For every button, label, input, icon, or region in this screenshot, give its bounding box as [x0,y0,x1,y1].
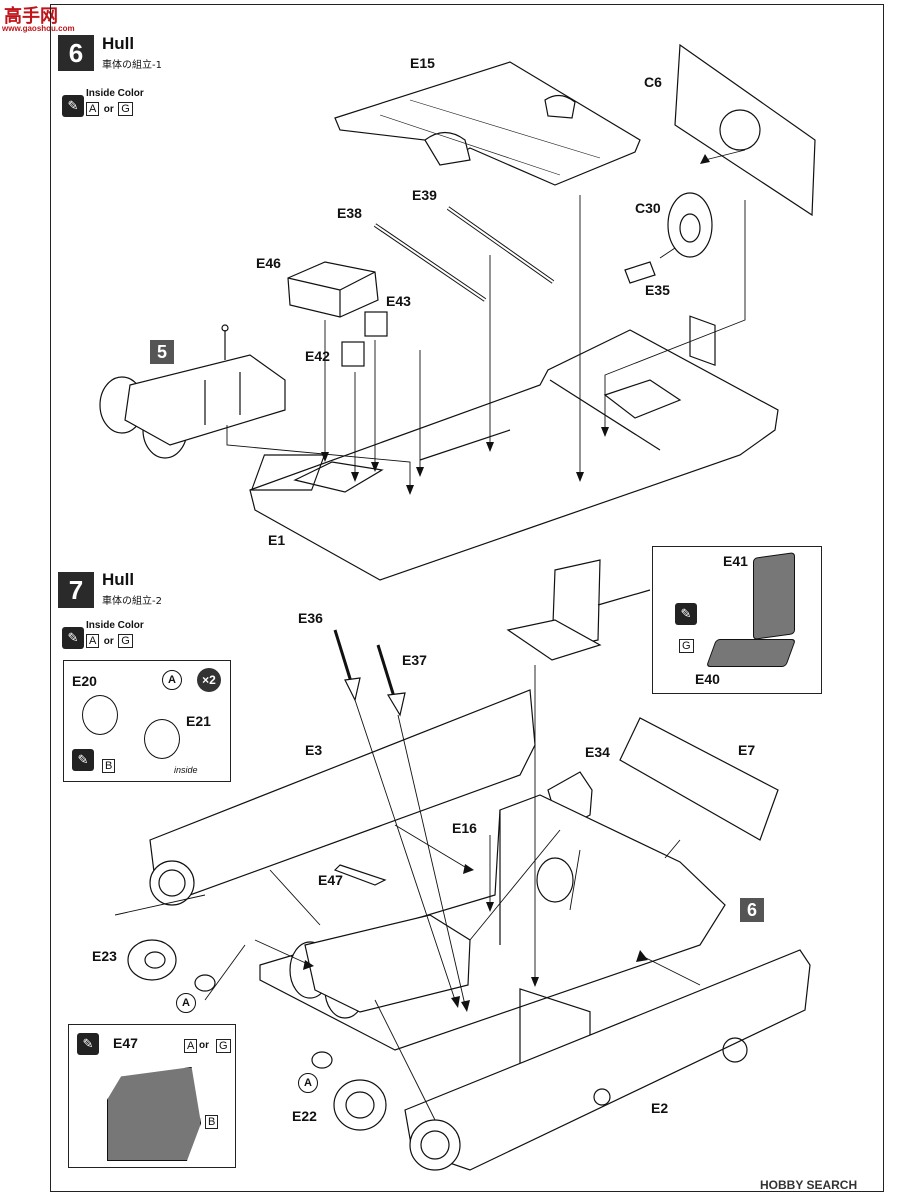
wheel-inset-count: ×2 [197,668,221,692]
watermark-hobby-search: HOBBY SEARCH [760,1178,858,1192]
label-e46: E46 [256,255,281,271]
label-e47: E47 [318,872,343,888]
step7-subtitle: 車体の組立-2 [102,596,162,607]
instruction-frame [50,4,884,1192]
part-seat-step7 [506,559,602,661]
step7-color-a: A [86,634,100,648]
step6-color-g: G [118,102,133,116]
label-e2: E2 [651,1100,669,1116]
wheel-inset-inside: inside [174,765,198,775]
part-e23 [127,939,177,981]
label-e16: E16 [452,820,477,836]
part-e43 [364,311,388,337]
step6-paint-callout: ✎ Inside Color A or G [62,88,144,117]
e47-inset-color-g: G [216,1039,231,1053]
part-e1-hull-floor [249,329,779,581]
e47-inset-label: E47 [113,1035,138,1051]
label-e40: E40 [695,671,720,687]
wheel-inset-color-b: B [102,759,116,773]
step7-ref-step6: 6 [740,898,764,922]
label-e22: E22 [292,1108,317,1124]
label-e37: E37 [402,652,427,668]
label-c6: C6 [644,74,662,90]
label-e41: E41 [723,553,748,569]
step7-title: Hull [102,570,135,589]
step7-paint-label: Inside Color [86,620,144,631]
step7-or: or [103,636,114,647]
e47-inset-color-a: A [184,1039,198,1053]
label-e23: E23 [92,948,117,964]
step6-title: Hull [102,34,135,53]
marker-a-e22: A [298,1073,318,1093]
step6-number: 6 [58,35,94,71]
watermark-url: www.gaoshou.com [2,24,75,33]
step6-ref-step5: 5 [150,340,174,364]
engine-assembly-step7 [289,914,471,1019]
label-e42: E42 [305,348,330,364]
part-c30 [667,192,713,258]
label-e38: E38 [337,205,362,221]
part-e46-box [287,261,379,318]
label-e39: E39 [412,187,437,203]
wheel-e20-shape [82,695,118,735]
label-c30: C30 [635,200,661,216]
wheel-inset-marker: A [162,670,182,690]
label-e7: E7 [738,742,756,758]
brush-icon: ✎ [675,603,697,625]
part-e36-rod [333,629,354,686]
step6-paint-label: Inside Color [86,88,144,99]
label-e3: E3 [305,742,323,758]
seat-inset-color-g: G [679,639,694,653]
engine-assembly-step6 [99,324,286,459]
e47-inset: ✎ E47 A or G B [68,1024,236,1168]
label-e20: E20 [72,673,97,689]
e47-inset-color-b: B [205,1115,219,1129]
brush-icon: ✎ [72,749,94,771]
e47-inset-or: or [199,1040,209,1051]
wheel-e21-shape [144,719,180,759]
seat-back-shape [753,552,795,640]
label-e36: E36 [298,610,323,626]
label-e35: E35 [645,282,670,298]
watermark-logo: 高手网 [4,6,58,26]
label-e43: E43 [386,293,411,309]
part-e35 [624,261,656,284]
seat-base-shape [705,639,797,667]
seat-inset: E41 E40 ✎ G [652,546,822,694]
step7-number: 7 [58,572,94,608]
part-e47 [333,864,387,886]
label-e1: E1 [268,532,286,548]
step7-color-g: G [118,634,133,648]
step6-color-a: A [86,102,100,116]
wheel-inset: E20 A ×2 E21 ✎ B inside [63,660,231,782]
e47-inset-panel [107,1067,201,1161]
step6-subtitle: 車体の組立-1 [102,60,162,71]
part-e7-plate [619,717,779,841]
label-e15: E15 [410,55,435,71]
label-e34: E34 [585,744,610,760]
step7-paint-callout: ✎ Inside Color A or G [62,620,144,649]
brush-icon: ✎ [77,1033,99,1055]
label-e21: E21 [186,713,211,729]
step6-or: or [103,104,114,115]
brush-icon: ✎ [62,627,84,649]
brush-icon: ✎ [62,95,84,117]
part-e37-rod [376,644,397,701]
part-e22 [333,1079,387,1131]
part-e42 [341,341,365,367]
marker-a-e23: A [176,993,196,1013]
